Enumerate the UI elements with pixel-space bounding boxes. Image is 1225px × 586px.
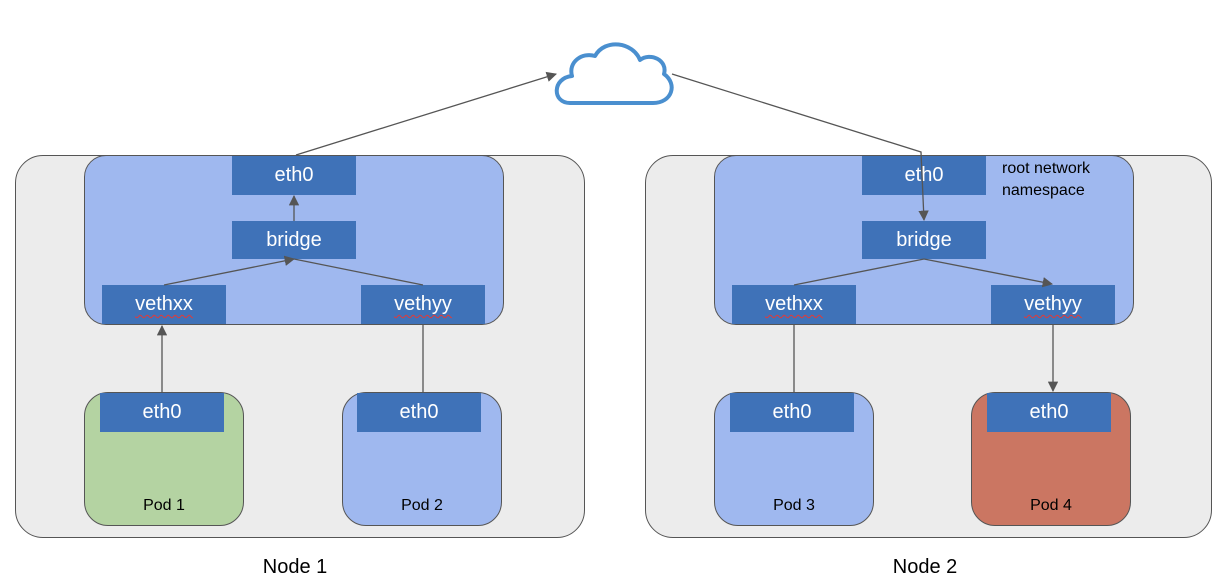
arrow-cloud-to-node2-bridge	[671, 73, 929, 222]
line-node1-vethyy-to-bridge	[293, 258, 424, 286]
pod-4-eth0: eth0	[987, 393, 1111, 432]
pod-3-eth0: eth0	[730, 393, 854, 432]
node-1-label: Node 1	[262, 556, 328, 578]
node-2-veth-left-label: vethxx	[765, 293, 823, 315]
cloud-icon	[554, 42, 674, 105]
pod-2-label: Pod 2	[401, 497, 443, 514]
root-namespace-label-line-1: root network	[1002, 160, 1091, 177]
node-1-eth0: eth0	[232, 156, 356, 195]
pod-1-label: Pod 1	[143, 497, 185, 514]
arrow-node1-eth0-to-cloud	[295, 71, 557, 156]
pod-4-label: Pod 4	[1030, 497, 1072, 514]
root-namespace-label: root network namespace	[1002, 158, 1132, 202]
pod-3-label: Pod 3	[773, 497, 815, 514]
pod-2-eth0: eth0	[357, 393, 481, 432]
node-2-veth-right-label: vethyy	[1024, 293, 1082, 315]
node-2-veth-right: vethyy	[991, 285, 1115, 324]
root-namespace-label-line-2: namespace	[1002, 182, 1085, 199]
node-1-veth-left: vethxx	[102, 285, 226, 324]
arrow-node2-bridge-to-vethyy	[923, 258, 1054, 288]
line-node1-vethxx-to-bridge	[163, 255, 296, 286]
node-2-bridge: bridge	[862, 221, 986, 259]
pod-1-eth0: eth0	[100, 393, 224, 432]
node-2-label: Node 2	[892, 556, 958, 578]
node-1-veth-right-label: vethyy	[394, 293, 452, 315]
node-2-veth-left: vethxx	[732, 285, 856, 324]
node-1-veth-right: vethyy	[361, 285, 485, 324]
node-2-eth0: eth0	[862, 156, 986, 195]
node-1-veth-left-label: vethxx	[135, 293, 193, 315]
line-node2-bridge-to-vethxx	[793, 258, 925, 286]
node-1-bridge: bridge	[232, 221, 356, 259]
